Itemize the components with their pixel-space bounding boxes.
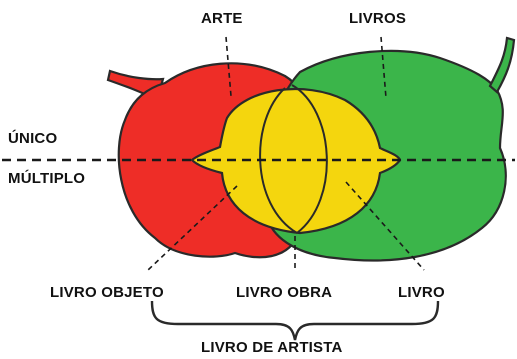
- livro-leader: [345, 181, 425, 271]
- lemon-left-segment: [259, 87, 298, 234]
- lemon-right-segment: [291, 84, 328, 234]
- label-unico: ÚNICO: [8, 130, 58, 147]
- arte-leader: [225, 36, 232, 97]
- label-livro-objeto: LIVRO OBJETO: [50, 284, 164, 301]
- label-livros: LIVROS: [349, 10, 407, 27]
- label-livro-de-artista: LIVRO DE ARTISTA: [201, 339, 343, 356]
- label-livro: LIVRO: [398, 284, 445, 301]
- label-livro-obra: LIVRO OBRA: [236, 284, 333, 301]
- label-arte: ARTE: [201, 10, 243, 27]
- pear-stem: [488, 36, 516, 94]
- livro-objeto-leader: [147, 185, 238, 271]
- label-multiplo: MÚLTIPLO: [8, 170, 86, 187]
- grouping-brace: [150, 300, 440, 341]
- livros-leader: [380, 36, 387, 99]
